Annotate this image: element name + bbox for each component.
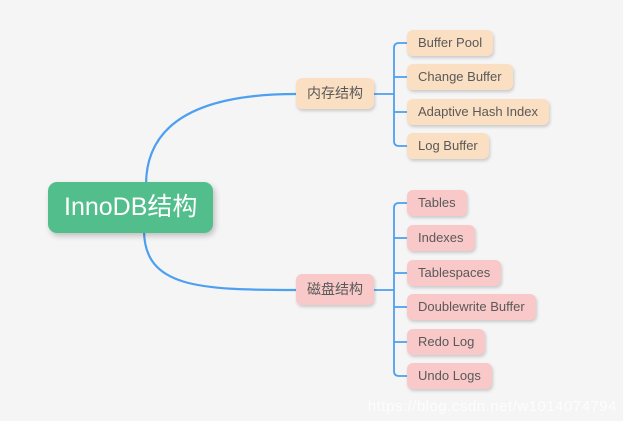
leaf-node-indexes[interactable]: Indexes — [407, 225, 475, 251]
connector-root-to-memory — [144, 92, 298, 187]
leaf-node-log-buffer[interactable]: Log Buffer — [407, 133, 489, 159]
leaf-node-redo-log[interactable]: Redo Log — [407, 329, 486, 355]
leaf-node-tables[interactable]: Tables — [407, 190, 467, 216]
connector-root-to-disk — [142, 228, 298, 292]
connector-memory-bracket — [373, 42, 408, 147]
root-node-innodb[interactable]: InnoDB结构 — [48, 182, 214, 233]
leaf-node-tablespaces[interactable]: Tablespaces — [407, 260, 502, 286]
leaf-node-undo-logs[interactable]: Undo Logs — [407, 363, 492, 389]
leaf-node-adaptive-hash-index[interactable]: Adaptive Hash Index — [407, 99, 549, 125]
watermark: https://blog.csdn.net/w1014074794 — [367, 398, 617, 415]
branch-node-disk[interactable]: 磁盘结构 — [296, 274, 374, 305]
connector-disk-bracket — [373, 202, 408, 377]
leaf-node-doublewrite-buffer[interactable]: Doublewrite Buffer — [407, 294, 536, 320]
branch-node-memory[interactable]: 内存结构 — [296, 78, 374, 109]
leaf-node-change-buffer[interactable]: Change Buffer — [407, 64, 513, 90]
leaf-node-buffer-pool[interactable]: Buffer Pool — [407, 30, 494, 56]
